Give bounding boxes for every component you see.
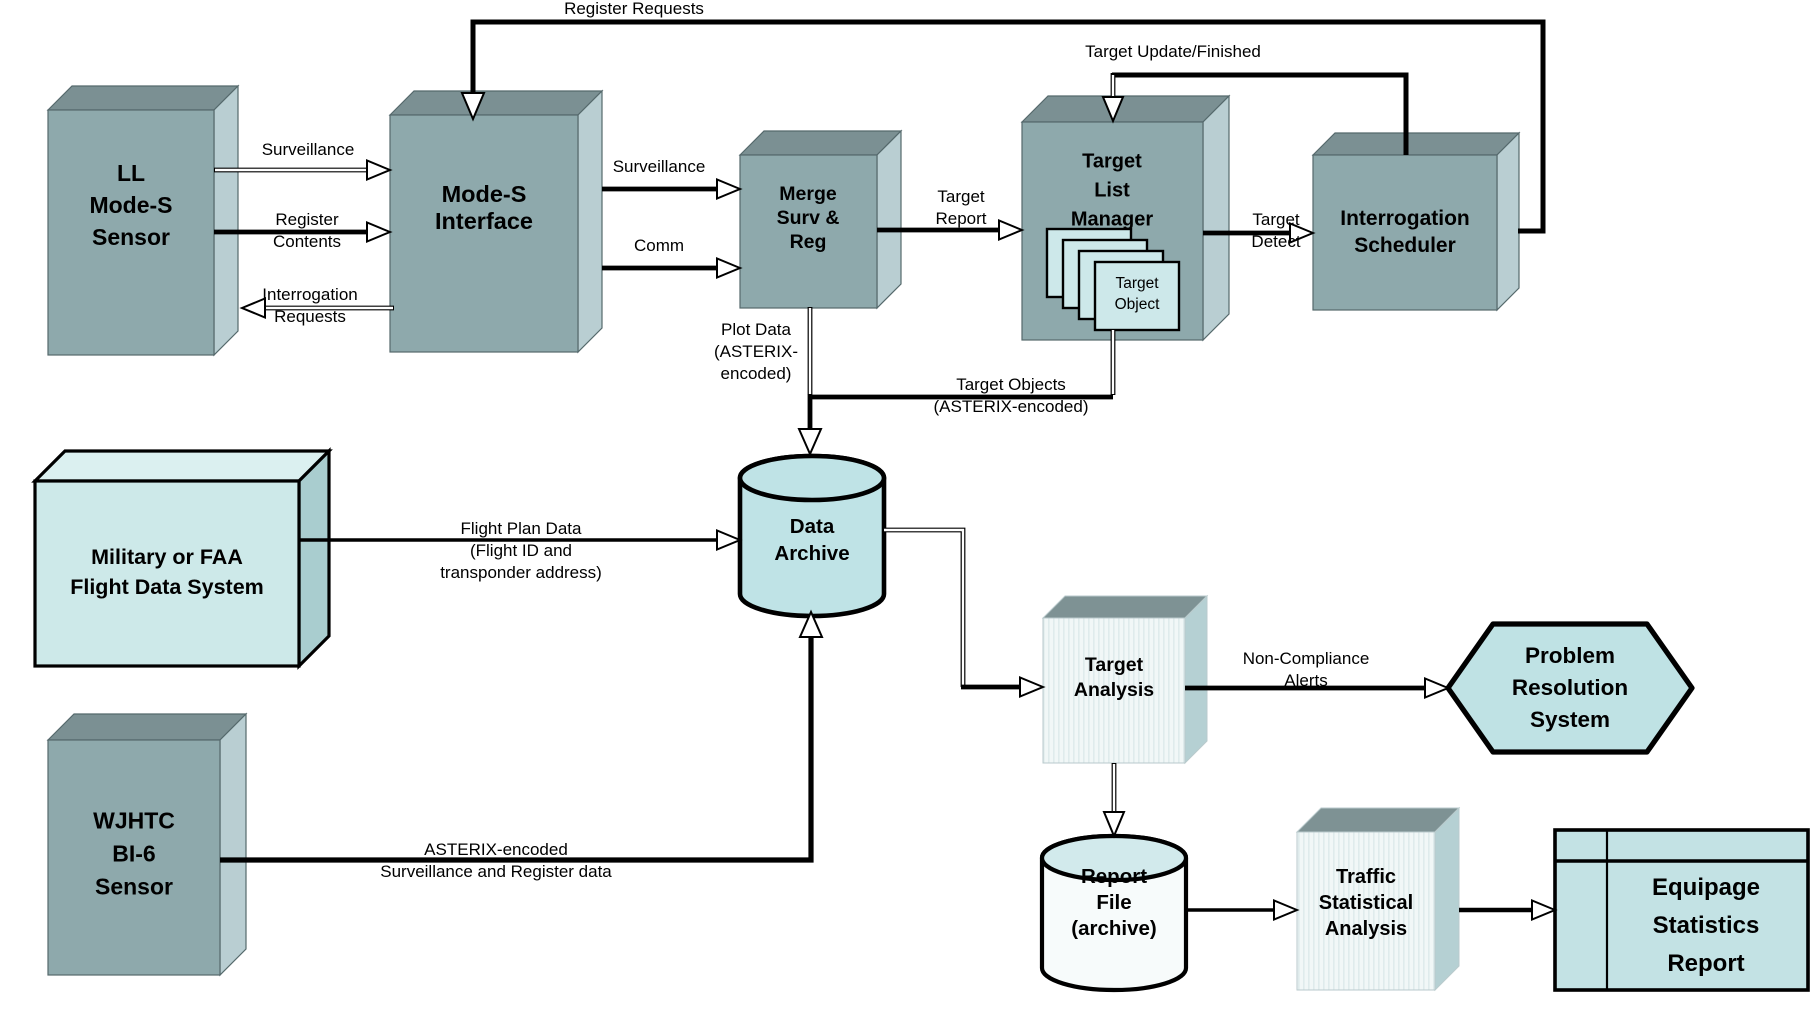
arrowhead-archive-to-analysis bbox=[1019, 676, 1046, 698]
arrowhead-report-to-traffic bbox=[1273, 899, 1300, 921]
node-equipage-report bbox=[1553, 828, 1810, 992]
military-fds-label: Military or FAA Flight Data System bbox=[70, 545, 264, 599]
arrowheads bbox=[239, 92, 1558, 921]
target-object-card-stack bbox=[1045, 227, 1181, 332]
asterix-edge-label: ASTERIX-encoded Surveillance and Registe… bbox=[380, 840, 612, 881]
node-report-file bbox=[1039, 833, 1189, 993]
target-objects-edge-label: Target Objects (ASTERIX-encoded) bbox=[933, 375, 1089, 416]
wjhtc-sensor-label: WJHTC BI-6 Sensor bbox=[93, 807, 175, 900]
arrowhead-asterix bbox=[798, 609, 824, 638]
mode-s-interface-label: Mode-S Interface bbox=[435, 181, 533, 234]
comm-edge-label: Comm bbox=[633, 236, 685, 255]
node-target-analysis bbox=[1041, 594, 1209, 765]
arrowhead-surveillance-if bbox=[716, 178, 743, 200]
edge-asterix bbox=[220, 638, 814, 863]
arrowhead-flight-plan bbox=[716, 529, 743, 551]
node-interrogation-scheduler bbox=[1311, 131, 1521, 312]
arrowhead-comm bbox=[716, 257, 743, 279]
arrowhead-surveillance-ll bbox=[366, 159, 393, 181]
arrowhead-register-requests bbox=[460, 92, 486, 122]
target-object-card-label: Target Object bbox=[1114, 275, 1160, 313]
surveillance-if-edge-label: Surveillance bbox=[612, 157, 706, 176]
traffic-statistical-label: Traffic Statistical Analysis bbox=[1318, 866, 1414, 940]
edge-plot-data bbox=[807, 307, 1116, 431]
edge-archive-to-analysis bbox=[884, 527, 1021, 690]
equipage-report-label: Equipage Statistics Report bbox=[1651, 874, 1761, 977]
arrowhead-target-update bbox=[1101, 96, 1125, 124]
arrowhead-register-contents bbox=[366, 221, 393, 243]
arrowhead-target-detect bbox=[1289, 222, 1316, 244]
node-problem-resolution bbox=[1445, 621, 1695, 755]
arrowhead-traffic-to-equipage bbox=[1531, 899, 1558, 921]
node-traffic-statistical bbox=[1295, 806, 1461, 992]
target-report-edge-label: Target Report bbox=[935, 187, 987, 228]
arrowhead-non-compliance bbox=[1424, 677, 1451, 699]
node-merge-surv-reg bbox=[738, 129, 903, 310]
non-compliance-edge-label: Non-Compliance Alerts bbox=[1242, 649, 1370, 690]
problem-resolution-label: Problem Resolution System bbox=[1511, 643, 1629, 732]
target-detect-edge-label: Target Detect bbox=[1251, 210, 1301, 251]
interrogation-requests-edge-label: Interrogation Requests bbox=[262, 285, 358, 326]
arrowhead-plot-data bbox=[797, 428, 823, 457]
plot-data-edge-label: Plot Data (ASTERIX- encoded) bbox=[713, 320, 799, 383]
node-wjhtc-sensor bbox=[46, 712, 248, 977]
register-requests-edge-label: Register Requests bbox=[564, 0, 704, 18]
edge-target-update bbox=[1110, 72, 1409, 155]
node-ll-mode-s-sensor bbox=[46, 84, 240, 357]
edge-register-requests bbox=[470, 19, 1546, 234]
merge-surv-reg-label: Merge Surv & Reg bbox=[776, 183, 840, 253]
arrowhead-analysis-to-report bbox=[1102, 811, 1126, 839]
ll-sensor-label: LL Mode-S Sensor bbox=[89, 160, 173, 250]
node-military-fds bbox=[31, 447, 333, 670]
arrowhead-target-report bbox=[998, 219, 1025, 241]
arrowhead-interrogation-requests bbox=[239, 297, 266, 319]
node-data-archive bbox=[737, 453, 887, 619]
register-contents-edge-label: Register Contents bbox=[272, 210, 342, 251]
interrogation-scheduler-label: Interrogation Scheduler bbox=[1340, 207, 1470, 257]
surveillance-ll-edge-label: Surveillance bbox=[261, 140, 355, 159]
flight-plan-edge-label: Flight Plan Data (Flight ID and transpon… bbox=[440, 519, 602, 582]
node-mode-s-interface bbox=[388, 89, 604, 354]
target-list-manager-label: Target List Manager bbox=[1070, 150, 1154, 231]
data-archive-label: Data Archive bbox=[774, 515, 850, 565]
target-update-edge-label: Target Update/Finished bbox=[1085, 42, 1261, 61]
target-analysis-label: Target Analysis bbox=[1073, 654, 1155, 701]
report-file-label: Report File (archive) bbox=[1071, 865, 1157, 940]
